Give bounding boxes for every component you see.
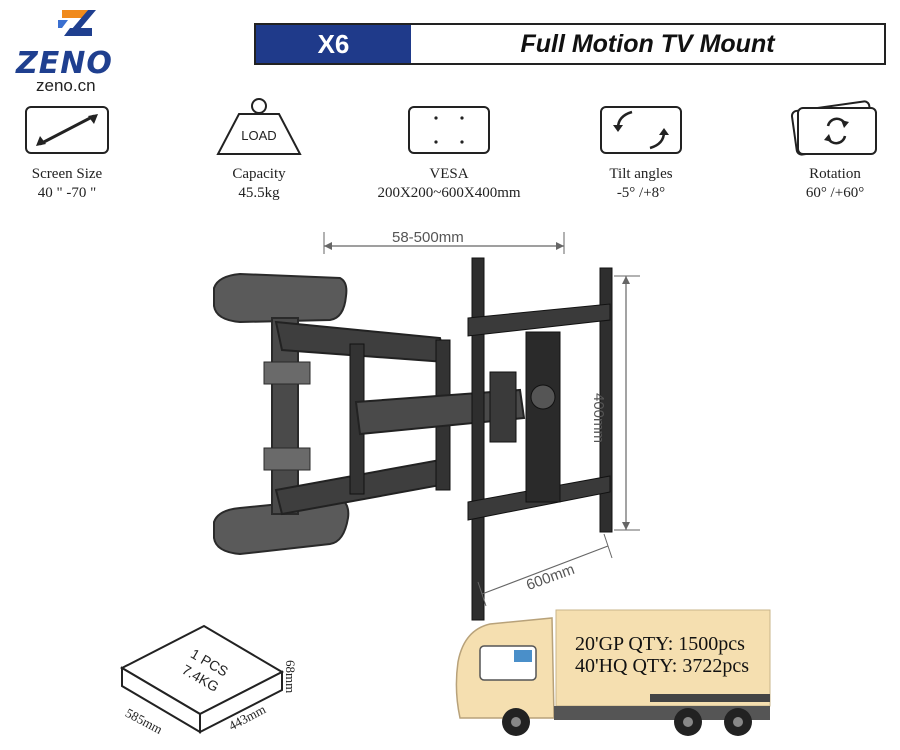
feature-screen-size: Screen Size 40 " -70 "	[0, 98, 152, 202]
screen-size-icon	[25, 106, 109, 154]
tv-mount-illustration	[213, 232, 640, 621]
feature-label: Capacity	[232, 166, 286, 182]
extension-label: 58-500mm	[392, 229, 464, 246]
wall-plate	[213, 272, 350, 556]
rotation-icon	[790, 100, 877, 156]
model-label: X6	[256, 25, 411, 63]
feature-vesa: VESA 200X200~600X400mm	[364, 98, 534, 202]
height-label: 400mm	[590, 393, 607, 444]
shipping-line-40hq: 40'HQ QTY: 3722pcs	[575, 655, 749, 677]
logo-brand: ZENO	[16, 46, 113, 81]
feature-label: Rotation	[809, 166, 861, 182]
logo-site: zeno.cn	[36, 76, 96, 95]
package-height: 68mm	[283, 660, 298, 694]
feature-capacity: LOAD Capacity 45.5kg	[174, 98, 344, 202]
package-box-illustration: 1 PCS 7.4KG	[119, 624, 285, 734]
load-weight-icon: LOAD	[216, 98, 302, 155]
height-dimension	[614, 275, 640, 531]
width-dimension	[477, 533, 613, 607]
zeno-logo: ZENO zeno.cn	[14, 6, 134, 95]
extension-dimension	[323, 232, 565, 254]
shipping-line-20gp: 20'GP QTY: 1500pcs	[575, 633, 745, 655]
feature-value: 40 " -70 "	[37, 185, 97, 201]
feature-rotation: Rotation 60° /+60°	[750, 98, 900, 202]
title-bar: X6 Full Motion TV Mount	[254, 23, 886, 65]
feature-label: Screen Size	[31, 166, 103, 182]
feature-label: Tilt angles	[609, 166, 673, 182]
feature-value: -5° /+8°	[616, 185, 666, 201]
truck-illustration	[455, 609, 771, 736]
zeno-logo-icon	[58, 10, 96, 36]
feature-value: 60° /+60°	[805, 185, 865, 201]
shipping-quantities: 20'GP QTY: 1500pcs 40'HQ QTY: 3722pcs	[575, 633, 749, 677]
product-title: Full Motion TV Mount	[520, 29, 775, 58]
feature-tilt: Tilt angles -5° /+8°	[556, 98, 726, 202]
articulating-arms	[274, 320, 526, 516]
tilt-icon	[600, 106, 682, 154]
feature-value: 200X200~600X400mm	[377, 185, 521, 201]
tv-bracket	[467, 257, 613, 621]
feature-value: 45.5kg	[238, 185, 280, 201]
vesa-icon	[408, 106, 490, 154]
load-icon-text: LOAD	[241, 128, 276, 143]
feature-label: VESA	[429, 166, 469, 182]
